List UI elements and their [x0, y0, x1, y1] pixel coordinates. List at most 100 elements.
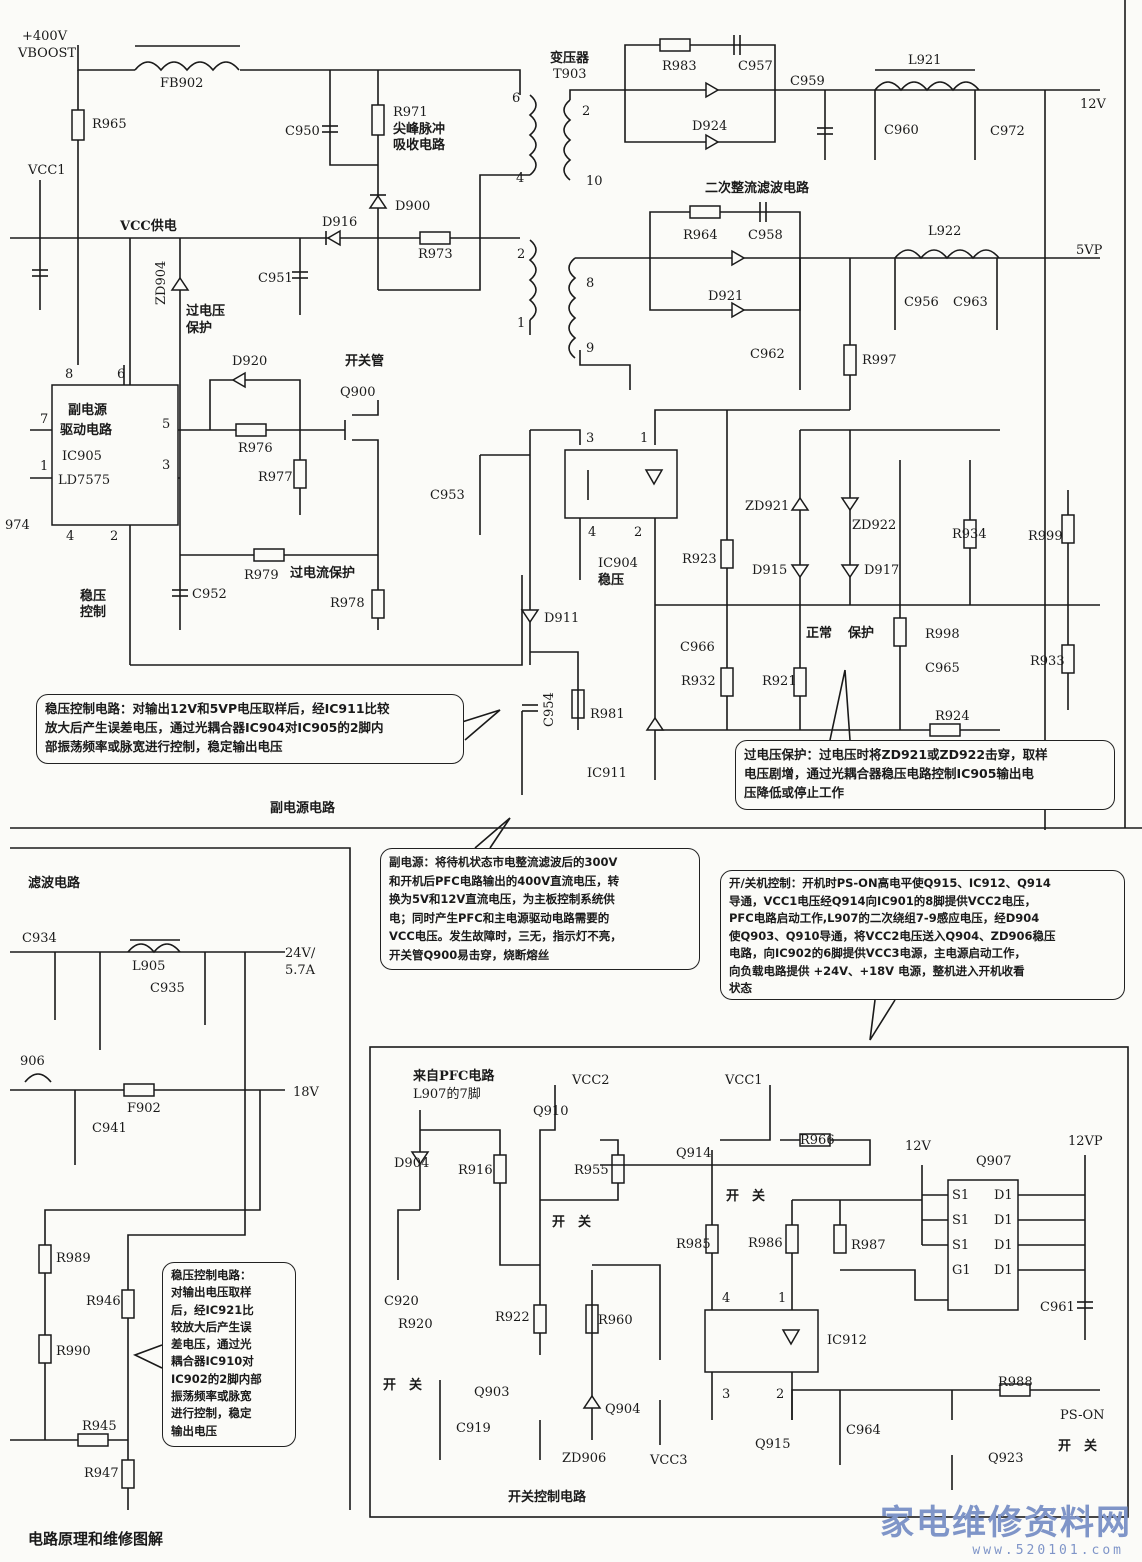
callout-sub-power: 副电源：将待机状态市电整流滤波后的300V 和开机后PFC电路输出的400V直流…: [380, 848, 700, 970]
label-pin: 4: [722, 1291, 730, 1306]
label-974: 974: [5, 518, 30, 533]
label-r921: R921: [762, 674, 797, 689]
label-pin: 8: [65, 367, 73, 382]
label-pin: 1: [640, 431, 648, 446]
callout-line: 振荡频率或脉宽: [171, 1389, 252, 1404]
label-q907: Q907: [976, 1154, 1011, 1169]
label-switch-tube: 开关管: [345, 353, 384, 369]
label-vcc1: VCC1: [27, 163, 66, 178]
label-pin: 2: [110, 529, 118, 544]
label-ic905-1: 副电源: [68, 402, 107, 418]
label-ic904: IC904: [598, 556, 638, 571]
label-on: 开: [726, 1189, 739, 1204]
label-r997: R997: [862, 353, 897, 368]
label-d924: D924: [692, 119, 727, 134]
label-normal: 正常: [806, 625, 832, 641]
label-c963: C963: [953, 295, 988, 310]
label-l921: L921: [908, 53, 941, 68]
callout-line: 电压剧增，通过光耦合器稳压电路控制IC905输出电: [744, 766, 1034, 781]
label-l905: L905: [132, 959, 165, 974]
label-zd922: ZD922: [852, 518, 896, 533]
onoff-wiring: [397, 1085, 1100, 1490]
label-pin: 4: [516, 171, 524, 186]
label-ovp-2: 保护: [185, 320, 212, 336]
label-pin: 2: [634, 525, 642, 540]
label-r986: R986: [748, 1236, 783, 1251]
callout-line: 稳压控制电路：对输出12V和5VP电压取样后，经IC911比较: [45, 701, 390, 716]
label-on: 开: [1058, 1439, 1071, 1454]
label-c959: C959: [790, 74, 825, 89]
label-ic912: IC912: [827, 1333, 867, 1348]
label-r934: R934: [952, 527, 987, 542]
component-labels: +400V VBOOST FB902 R965 VCC1 C950 R971 尖…: [5, 29, 1107, 1505]
label-off: 关: [578, 1214, 591, 1230]
label-pin: 1: [40, 459, 48, 474]
label-c965: C965: [925, 661, 960, 676]
section-title-switch-control: 开关控制电路: [508, 1489, 587, 1505]
label-vboost: VBOOST: [17, 46, 76, 61]
label-q915: Q915: [755, 1437, 790, 1452]
callout-line: 差电压，通过光: [171, 1337, 252, 1352]
label-12v-b: 12V: [905, 1139, 932, 1154]
label-12vp: 12VP: [1068, 1134, 1103, 1149]
label-r973: R973: [418, 247, 453, 262]
label-reg-2: 控制: [80, 604, 106, 620]
label-c954: C954: [542, 692, 557, 727]
label-r960: R960: [598, 1313, 633, 1328]
label-pin: 7: [40, 412, 48, 427]
label-from-pfc-1: 来自PFC电路: [412, 1068, 495, 1084]
label-r945: R945: [82, 1419, 117, 1434]
label-r988: R988: [998, 1375, 1033, 1390]
label-ic911: IC911: [587, 766, 627, 781]
label-ic905-2: 驱动电路: [60, 422, 113, 438]
label-r923: R923: [682, 552, 717, 567]
label-fb902: FB902: [160, 76, 203, 91]
label-pin: 8: [586, 276, 594, 291]
label-pin: 2: [776, 1387, 784, 1402]
label-c966: C966: [680, 640, 715, 655]
callout-line: 换为5V和12V直流电压，为主板控制系统供: [389, 892, 615, 906]
label-ovp-1: 过电压: [186, 303, 225, 319]
page-footer: 电路原理和维修图解: [28, 1530, 164, 1548]
callout-line: 输出电压: [171, 1423, 217, 1438]
label-r985: R985: [676, 1237, 711, 1252]
label-906: 906: [20, 1054, 45, 1069]
label-secondary-rectifier: 二次整流滤波电路: [705, 180, 810, 196]
label-c958: C958: [748, 228, 783, 243]
callout-on-off-control: 开/关机控制：开机时PS-ON高电平使Q915、IC912、Q914 导通，VC…: [720, 870, 1125, 1000]
label-r946: R946: [86, 1294, 121, 1309]
callout-line: 过电压保护：过电压时将ZD921或ZD922击穿，取样: [744, 747, 1048, 762]
callout-line: 向负载电路提供 +24V、+18V 电源，整机进入开机收看: [729, 963, 1025, 978]
label-r920: R920: [398, 1317, 433, 1332]
callout-line: 放大后产生误差电压，通过光耦合器IC904对IC905的2脚内: [45, 720, 384, 735]
label-vcc-supply: VCC供电: [119, 218, 177, 234]
label-c935: C935: [150, 981, 185, 996]
label-r978: R978: [330, 596, 365, 611]
label-d900: D900: [395, 199, 430, 214]
label-ic905: IC905: [62, 449, 102, 464]
label-r947: R947: [84, 1466, 119, 1481]
label-zd904: ZD904: [154, 261, 169, 305]
label-d911: D911: [544, 611, 579, 626]
callout-line: 压降低或停止工作: [744, 785, 845, 800]
label-pin: 4: [588, 525, 596, 540]
label-ic904-reg: 稳压: [598, 572, 624, 588]
label-vcc2: VCC2: [571, 1073, 610, 1088]
label-r976: R976: [238, 441, 273, 456]
label-c953: C953: [430, 488, 465, 503]
label-r971: R971: [393, 105, 428, 120]
callout-line: 耦合器IC910对: [171, 1354, 254, 1369]
label-pin: D1: [994, 1188, 1013, 1203]
label-r922: R922: [495, 1310, 530, 1325]
callout-line: 部振荡频率或脉宽进行控制，稳定输出电压: [45, 739, 283, 754]
label-r981: R981: [590, 707, 625, 722]
label-pin: 3: [586, 431, 594, 446]
label-f902: F902: [127, 1101, 161, 1116]
callout-overvoltage: 过电压保护：过电压时将ZD921或ZD922击穿，取样 电压剧增，通过光耦合器稳…: [735, 740, 1115, 810]
label-r983: R983: [662, 59, 697, 74]
label-d904: D904: [394, 1156, 429, 1171]
callout-line: 副电源：将待机状态市电整流滤波后的300V: [389, 855, 618, 869]
label-r999: R999: [1028, 529, 1063, 544]
label-r924: R924: [935, 709, 970, 724]
label-transformer: 变压器: [550, 50, 590, 66]
